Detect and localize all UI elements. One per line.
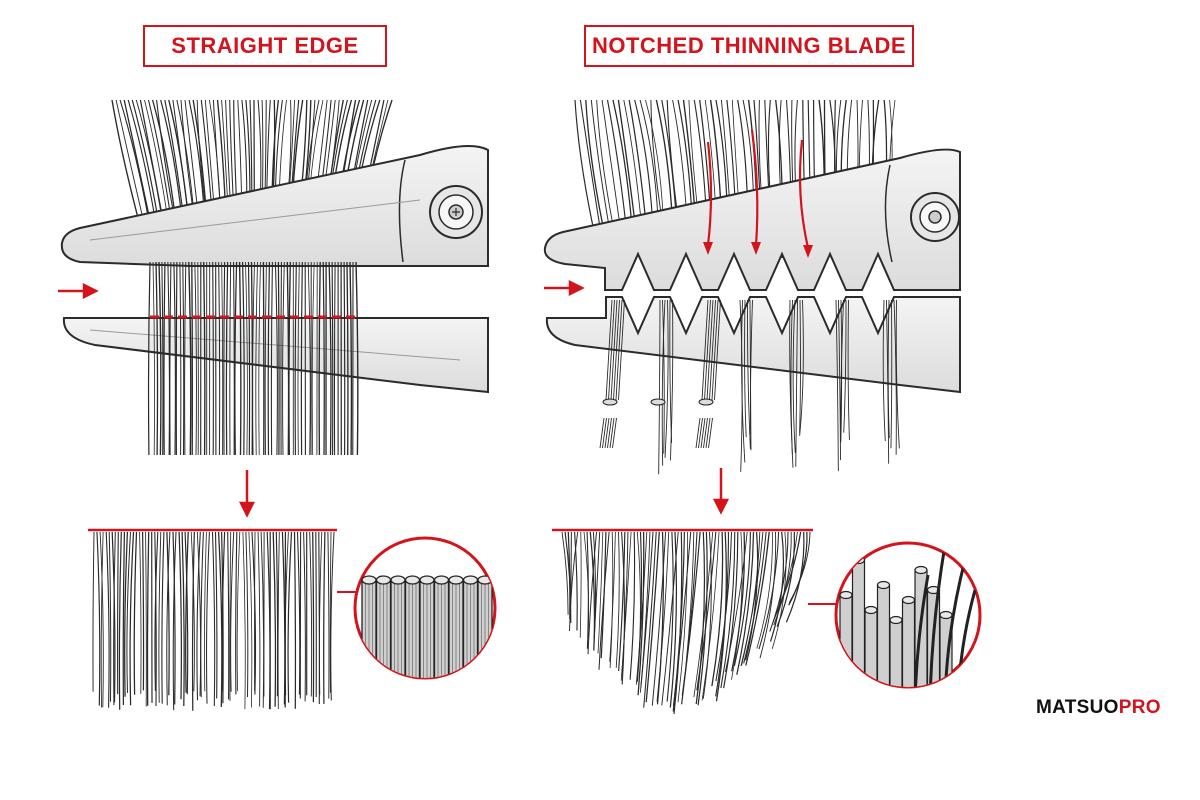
notched-blade-panel <box>543 99 982 715</box>
result-hair-right <box>561 531 811 715</box>
brand-logo: MATSUOPRO <box>1036 697 1161 718</box>
pivot-screw-icon <box>429 185 483 239</box>
notched-blade-title: NOTCHED THINNING BLADE <box>584 25 914 67</box>
arrow-icon <box>706 129 810 249</box>
arrow-icon <box>712 468 730 515</box>
upper-blade-left <box>60 145 489 267</box>
straight-edge-title: STRAIGHT EDGE <box>143 25 387 67</box>
arrow-icon <box>58 282 99 300</box>
result-hair-left <box>92 531 335 711</box>
pivot-screw-icon <box>910 192 960 242</box>
lower-blade-right <box>545 296 961 394</box>
arrow-icon <box>544 279 585 297</box>
magnified-cut-ends-left <box>361 575 493 678</box>
arrow-icon <box>238 470 256 518</box>
lower-blade-left <box>62 317 489 394</box>
straight-edge-panel <box>58 99 497 711</box>
upper-blade-right <box>543 148 961 291</box>
hair-strands-cut-left <box>147 261 359 456</box>
magnified-cut-ends-right <box>839 544 977 687</box>
hair-strands-cut-right <box>599 299 900 475</box>
